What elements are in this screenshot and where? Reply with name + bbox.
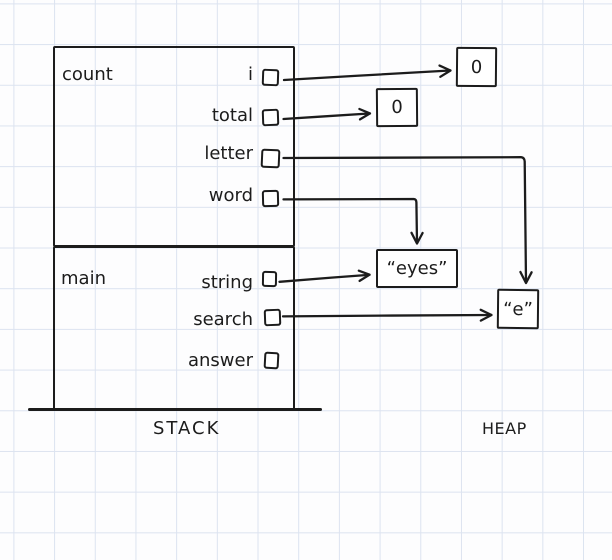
heap-cell-int-i: 0 [455, 46, 498, 88]
pointer-box-answer [263, 351, 280, 370]
arrow-word-to-heap [282, 197, 424, 245]
heap-value-int-total: 0 [391, 96, 403, 119]
heap-value-string-eyes: “eyes” [386, 258, 448, 279]
var-label-total: total [211, 105, 253, 126]
var-label-string: string [201, 272, 253, 293]
pointer-box-string [261, 270, 278, 288]
arrow-total-to-heap [282, 107, 372, 121]
pointer-box-total [261, 108, 280, 127]
heap-cell-string-e: “e” [496, 288, 540, 330]
pointer-box-i [261, 68, 280, 87]
pointer-box-word [261, 189, 280, 208]
var-label-answer: answer [187, 350, 253, 371]
pointer-box-search [263, 308, 282, 327]
heap-value-int-i: 0 [470, 56, 483, 78]
heap-cell-int-total: 0 [375, 87, 419, 128]
frame-label-count: count [62, 64, 113, 85]
var-label-word: word [208, 185, 253, 206]
var-label-search: search [193, 309, 253, 330]
arrow-search-to-heap [281, 308, 493, 322]
arrow-i-to-heap [282, 64, 452, 82]
ground-line [28, 408, 322, 412]
pointer-box-letter [260, 148, 281, 169]
heap-value-string-e: “e” [503, 298, 533, 320]
heap-cell-string-eyes: “eyes” [376, 249, 458, 288]
heap-label: HEAP [482, 419, 527, 438]
stack-label: STACK [153, 418, 221, 439]
frame-label-main: main [61, 268, 106, 289]
var-label-letter: letter [204, 143, 253, 164]
var-label-i: i [247, 64, 253, 85]
